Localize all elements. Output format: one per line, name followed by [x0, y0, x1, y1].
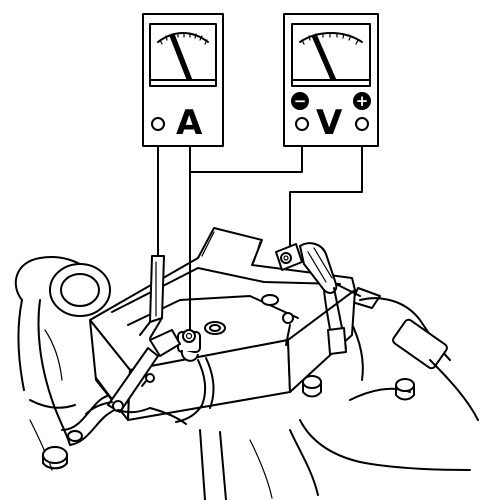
test-leads [189, 127, 363, 331]
ground-strap [175, 357, 215, 423]
voltmeter-scale [299, 32, 363, 43]
negative-cable [85, 329, 187, 425]
voltmeter-terminal-negative [295, 117, 309, 131]
voltmeter: − + V [283, 13, 379, 147]
ammeter-scale [157, 32, 209, 43]
voltmeter-label: V [316, 103, 343, 143]
voltmeter-terminal-positive [355, 117, 369, 131]
ammeter-terminal-left [151, 117, 165, 131]
voltmeter-positive-sign: + [356, 92, 369, 110]
positive-battery-terminal [275, 242, 361, 355]
car-battery [89, 227, 356, 421]
voltmeter-positive-marker [353, 92, 371, 110]
voltmeter-negative-sign: − [294, 92, 307, 110]
voltmeter-negative-marker [291, 92, 309, 110]
ammeter-label: A [176, 103, 203, 143]
ammeter-lead-probe [139, 139, 165, 339]
negative-battery-terminal [177, 329, 201, 362]
ammeter: A [142, 13, 224, 147]
engine-bay-background [14, 256, 479, 500]
